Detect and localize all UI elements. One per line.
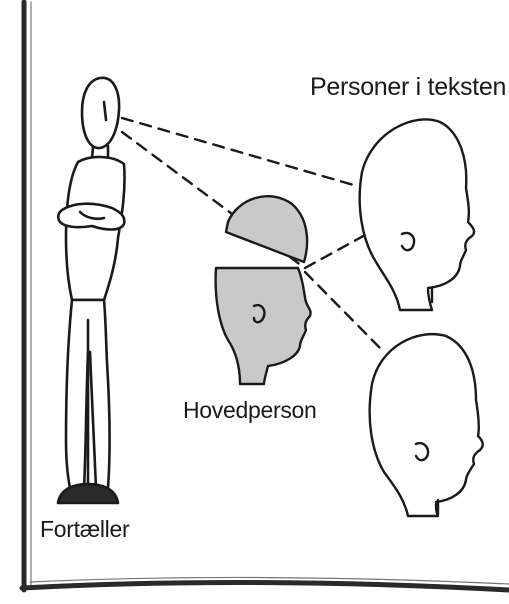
person-in-text-top (360, 119, 474, 310)
persons-in-text-label: Personer i teksten (310, 73, 506, 102)
narrator-label: Fortæller (40, 516, 129, 543)
main-person-label: Hovedperson (183, 397, 317, 424)
person-top-head (360, 119, 474, 310)
person-in-text-bottom (370, 334, 483, 516)
narrator-head (82, 78, 119, 148)
main-person-figure (216, 196, 311, 384)
narrator-figure (58, 78, 125, 503)
person-bottom-head (370, 334, 483, 516)
narrator-to-person-top-line (122, 118, 357, 186)
main-person-cranium (226, 196, 307, 262)
frame-bottom-edge (22, 582, 509, 590)
main-person-head (216, 268, 311, 384)
main-person-to-person-bottom-line (305, 272, 382, 350)
